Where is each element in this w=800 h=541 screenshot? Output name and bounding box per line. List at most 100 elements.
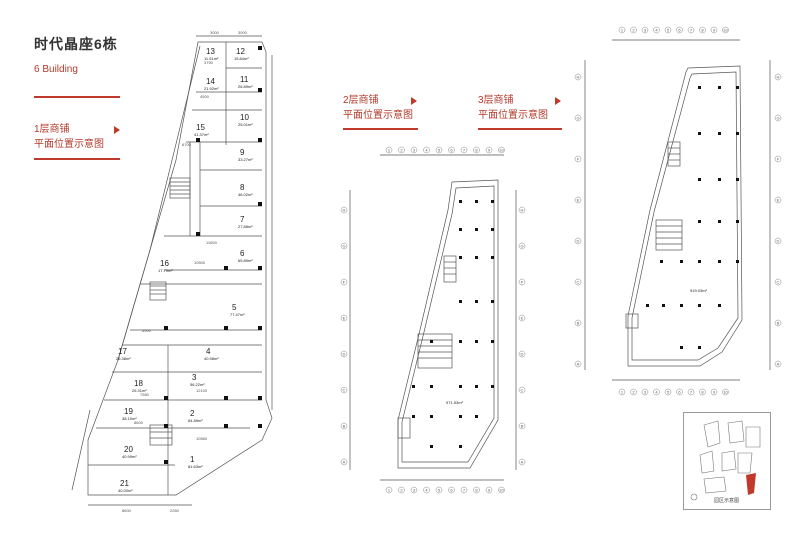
unit-number: 16	[160, 259, 169, 268]
dimension-label: 5900	[142, 328, 152, 333]
axis-bubble	[410, 486, 418, 494]
axis-bubble	[722, 26, 729, 34]
axis-label: D	[777, 239, 780, 244]
axis-label: D	[577, 239, 580, 244]
axis-bubble	[498, 486, 505, 494]
axis-label: E	[577, 198, 580, 203]
axis-label: 10	[499, 488, 504, 493]
floor1-arrow-icon	[114, 126, 120, 134]
axis-bubble	[774, 360, 782, 368]
axis-label: 9	[488, 148, 491, 153]
unit-number: 20	[124, 445, 133, 454]
axis-label: 10	[723, 28, 728, 33]
axis-label: 1	[621, 390, 624, 395]
axis-label: B	[777, 321, 780, 326]
floor3-arrow-icon	[555, 97, 561, 105]
axis-bubble	[574, 360, 582, 368]
axis-bubble	[340, 206, 348, 214]
axis-bubble	[574, 196, 582, 204]
axis-bubble	[448, 146, 455, 154]
floor3-area-label: 919.03m²	[690, 288, 708, 293]
unit-area: 64.89m²	[188, 418, 203, 423]
axis-bubble	[574, 155, 582, 163]
unit-number: 12	[236, 47, 245, 56]
dimension-label: 12100	[196, 388, 208, 393]
unit-number: 3	[192, 373, 197, 382]
axis-bubble	[774, 73, 782, 81]
floor2-area-label: 971.53m²	[446, 400, 464, 405]
axis-label: B	[521, 424, 524, 429]
floor1-caption: 1层商铺 平面位置示意图	[34, 122, 104, 152]
floor2-caption-line2: 平面位置示意图	[343, 110, 413, 121]
axis-label: 1	[388, 148, 391, 153]
axis-bubble	[641, 26, 649, 34]
dimension-label: 3000	[210, 30, 220, 35]
axis-bubble	[699, 26, 706, 34]
axis-bubble	[574, 319, 582, 327]
axis-label: H	[521, 208, 524, 213]
axis-label: 1	[621, 28, 624, 33]
building6-highlight	[746, 473, 756, 495]
axis-bubble	[722, 388, 729, 396]
axis-label: B	[577, 321, 580, 326]
axis-bubble	[664, 26, 672, 34]
axis-bubble	[385, 486, 393, 494]
unit-area: 27.88m²	[238, 224, 253, 229]
unit-number: 4	[206, 347, 211, 356]
axis-label: 9	[488, 488, 491, 493]
axis-label: A	[343, 460, 346, 465]
dimension-label: 2260	[170, 508, 180, 513]
axis-bubble	[630, 26, 637, 34]
axis-bubble	[340, 242, 348, 250]
unit-area: 21.92m²	[204, 86, 219, 91]
floor2-caption: 2层商铺 平面位置示意图	[343, 93, 413, 123]
axis-label: G	[776, 116, 779, 121]
axis-bubble	[460, 146, 468, 154]
axis-bubble	[641, 388, 649, 396]
floor3-caption-line2: 平面位置示意图	[478, 110, 548, 121]
dimension-label: 10500	[194, 260, 206, 265]
axis-bubble	[518, 386, 526, 394]
unit-area: 26.31m²	[132, 388, 147, 393]
axis-label: 2	[632, 390, 635, 395]
axis-label: 10	[499, 148, 504, 153]
axis-bubble	[518, 242, 526, 250]
axis-label: 7	[690, 390, 693, 395]
axis-bubble	[340, 278, 348, 286]
axis-bubble	[423, 486, 430, 494]
axis-label: F	[577, 157, 580, 162]
floor1-divider	[34, 158, 120, 160]
axis-bubble	[435, 486, 443, 494]
axis-bubble	[340, 386, 348, 394]
dimension-label: 8600	[122, 508, 132, 513]
axis-label: A	[577, 362, 580, 367]
axis-label: 8	[701, 28, 704, 33]
unit-number: 15	[196, 123, 205, 132]
axis-label: G	[520, 244, 523, 249]
unit-area: 15.84m²	[234, 56, 249, 61]
axis-label: E	[777, 198, 780, 203]
unit-area: 11.51m²	[204, 56, 219, 61]
axis-bubble	[485, 486, 493, 494]
dimension-label: 3000	[238, 30, 248, 35]
axis-label: 5	[438, 148, 441, 153]
axis-label: 3	[413, 488, 416, 493]
axis-label: 7	[463, 488, 466, 493]
axis-bubble	[653, 26, 660, 34]
axis-label: 10	[723, 390, 728, 395]
axis-bubble	[710, 26, 718, 34]
axis-bubble	[774, 237, 782, 245]
axis-bubble	[774, 319, 782, 327]
unit-area: 65.89m²	[238, 258, 253, 263]
axis-bubble	[498, 146, 505, 154]
floor1-caption-line1: 1层商铺	[34, 124, 70, 135]
axis-label: 3	[644, 28, 647, 33]
axis-bubble	[485, 146, 493, 154]
axis-bubble	[574, 278, 582, 286]
axis-label: 5	[667, 390, 670, 395]
axis-bubble	[710, 388, 718, 396]
floor3-caption: 3层商铺 平面位置示意图	[478, 93, 548, 123]
axis-bubble	[340, 350, 348, 358]
axis-label: H	[577, 75, 580, 80]
